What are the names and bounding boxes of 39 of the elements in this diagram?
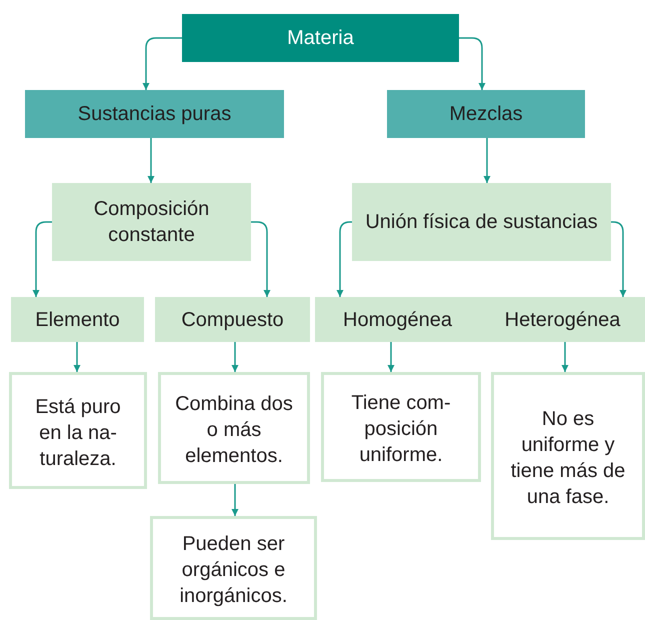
- root-box: [182, 14, 459, 62]
- arrow: [459, 37, 486, 90]
- node-text: Compuesto: [181, 308, 284, 332]
- arrow: [74, 342, 80, 372]
- concept-box: [352, 183, 611, 261]
- concept-box: [480, 297, 645, 342]
- node-text: Materia: [287, 26, 354, 51]
- node-text: Composición constante: [92, 197, 210, 248]
- description-box: [9, 372, 147, 489]
- arrow: [148, 138, 154, 183]
- concept-box: [315, 297, 480, 342]
- node-text: Pueden ser orgánicos e inorgánicos.: [178, 532, 288, 609]
- description-box: [321, 372, 481, 482]
- node-text: Homogénea: [343, 308, 452, 332]
- arrow: [32, 221, 52, 297]
- node-text: Heterogénea: [504, 308, 620, 332]
- node-text: Está puro en la na- turaleza.: [34, 394, 122, 472]
- arrow: [562, 342, 568, 372]
- arrow: [232, 484, 238, 516]
- node-text: Sustancias puras: [78, 102, 232, 127]
- concept-box: [11, 297, 144, 342]
- description-box: [158, 372, 310, 484]
- concept-box: [52, 183, 251, 261]
- node-text: Mezclas: [449, 102, 523, 127]
- node-text: Tiene com- posición uniforme.: [350, 391, 452, 468]
- arrow: [232, 342, 238, 372]
- description-box: [150, 516, 317, 620]
- node-text: Unión física de sustancias: [365, 210, 598, 235]
- category-box: [25, 90, 284, 138]
- node-text: Elemento: [35, 308, 120, 332]
- arrow: [251, 221, 270, 297]
- node-text: Combina dos o más elementos.: [175, 392, 293, 469]
- node-text: No es uniforme y tiene más de una fase.: [510, 407, 626, 510]
- arrow: [142, 37, 182, 90]
- arrow: [484, 138, 490, 183]
- category-box: [387, 90, 585, 138]
- description-box: [491, 372, 645, 540]
- arrow: [388, 342, 394, 372]
- concept-box: [155, 297, 310, 342]
